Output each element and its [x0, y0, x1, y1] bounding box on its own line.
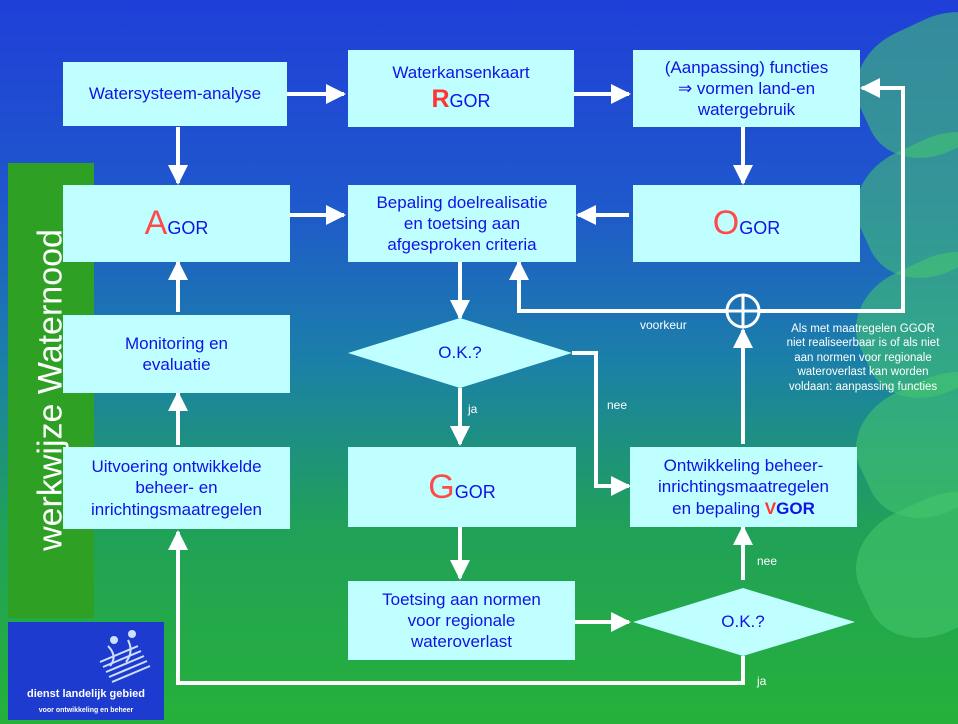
- agor-letter: A: [144, 204, 168, 243]
- ok2-label: O.K.?: [721, 612, 765, 632]
- node-label-line1: (Aanpassing) functies: [664, 57, 829, 77]
- logo-figure-icon: [99, 630, 151, 683]
- logo-tagline: voor ontwikkeling en beheer: [38, 707, 134, 714]
- logo: [8, 622, 164, 720]
- arrow-ok1-ontwikkeling: [572, 351, 631, 496]
- node-monitoring-evaluatie: Monitoring en evaluatie: [63, 315, 290, 393]
- label-nee-2: nee: [757, 554, 778, 568]
- node-label-line1: Bepaling doelrealisatie: [376, 192, 548, 212]
- node-bepaling-doelrealisatie: Bepaling doelrealisatie en toetsing aan …: [348, 185, 576, 262]
- ok1-diamond: [348, 318, 572, 388]
- node-label-line1: Monitoring en: [124, 333, 228, 353]
- label-nee-1: nee: [607, 398, 628, 412]
- node-watersysteem-analyse: Watersysteem-analyse: [63, 62, 287, 126]
- node-label-line2: beheer- en: [135, 478, 218, 498]
- node-toetsing: Toetsing aan normen voor regionale water…: [348, 581, 575, 660]
- node-label-line2: voor regionale: [407, 610, 516, 630]
- note-line: voldaan: aanpassing functies: [788, 380, 938, 393]
- node-label-line2: inrichtingsmaatregelen: [657, 477, 830, 497]
- label-voorkeur: voorkeur: [640, 318, 687, 332]
- node-label-line3: inrichtingsmaatregelen: [90, 499, 263, 519]
- arrow-junction-aanpassing: [760, 78, 905, 313]
- note-line: Als met maatregelen GGOR: [791, 323, 935, 335]
- node-aanpassing-functies: (Aanpassing) functies ⇒ vormen land-en w…: [633, 50, 860, 127]
- node-label-line1: Ontwikkeling beheer-: [663, 456, 824, 476]
- node-uitvoering: Uitvoering ontwikkelde beheer- en inrich…: [63, 447, 290, 529]
- node-label: Waterkansenkaart: [392, 63, 530, 83]
- ok2-diamond: [633, 588, 855, 656]
- ggor-letter: G: [428, 467, 455, 506]
- node-label-line3: en bepaling: [672, 498, 765, 518]
- node-label-line3: afgesproken criteria: [387, 235, 537, 255]
- gor-suffix: GOR: [454, 481, 496, 502]
- node-label-line2: en toetsing aan: [403, 213, 521, 233]
- node-label-line1: Uitvoering ontwikkelde: [91, 457, 262, 477]
- node-label: Watersysteem-analyse: [88, 84, 262, 104]
- annotation-note: Als met maatregelen GGOR niet realiseerb…: [770, 322, 956, 394]
- node-label-line3: wateroverlast: [410, 632, 513, 652]
- node-label-line3: watergebruik: [697, 100, 796, 120]
- gor-suffix: GOR: [776, 498, 815, 518]
- note-line: wateroverlast kan worden: [797, 366, 929, 379]
- gor-suffix: GOR: [449, 90, 491, 111]
- label-ja-2: ja: [757, 674, 767, 688]
- rgor-letter: R: [431, 84, 450, 113]
- vgor-letter: V: [764, 498, 777, 518]
- ok1-label: O.K.?: [438, 343, 482, 363]
- node-waterkansenkaart: Waterkansenkaart RGOR: [348, 50, 574, 127]
- arrow-junction-bepaling: [509, 260, 726, 313]
- label-ja-1: ja: [468, 402, 478, 416]
- ogor-letter: O: [712, 204, 740, 243]
- node-ok2: O.K.?: [683, 609, 803, 635]
- note-line: aan normen voor regionale: [794, 351, 932, 364]
- node-label-line1: Toetsing aan normen: [382, 589, 541, 609]
- node-label-line2: evaluatie: [142, 355, 211, 374]
- arrow-ok2-uitvoering: [168, 530, 745, 685]
- node-label-line2: ⇒ vormen land-en: [677, 78, 816, 98]
- logo-name: dienst landelijk gebied: [27, 688, 145, 700]
- gor-suffix: GOR: [739, 218, 781, 239]
- node-ontwikkeling: Ontwikkeling beheer- inrichtingsmaatrege…: [630, 447, 857, 527]
- note-line: niet realiseerbaar is of als niet: [786, 337, 940, 350]
- gor-suffix: GOR: [167, 218, 209, 239]
- node-ok1: O.K.?: [400, 340, 520, 366]
